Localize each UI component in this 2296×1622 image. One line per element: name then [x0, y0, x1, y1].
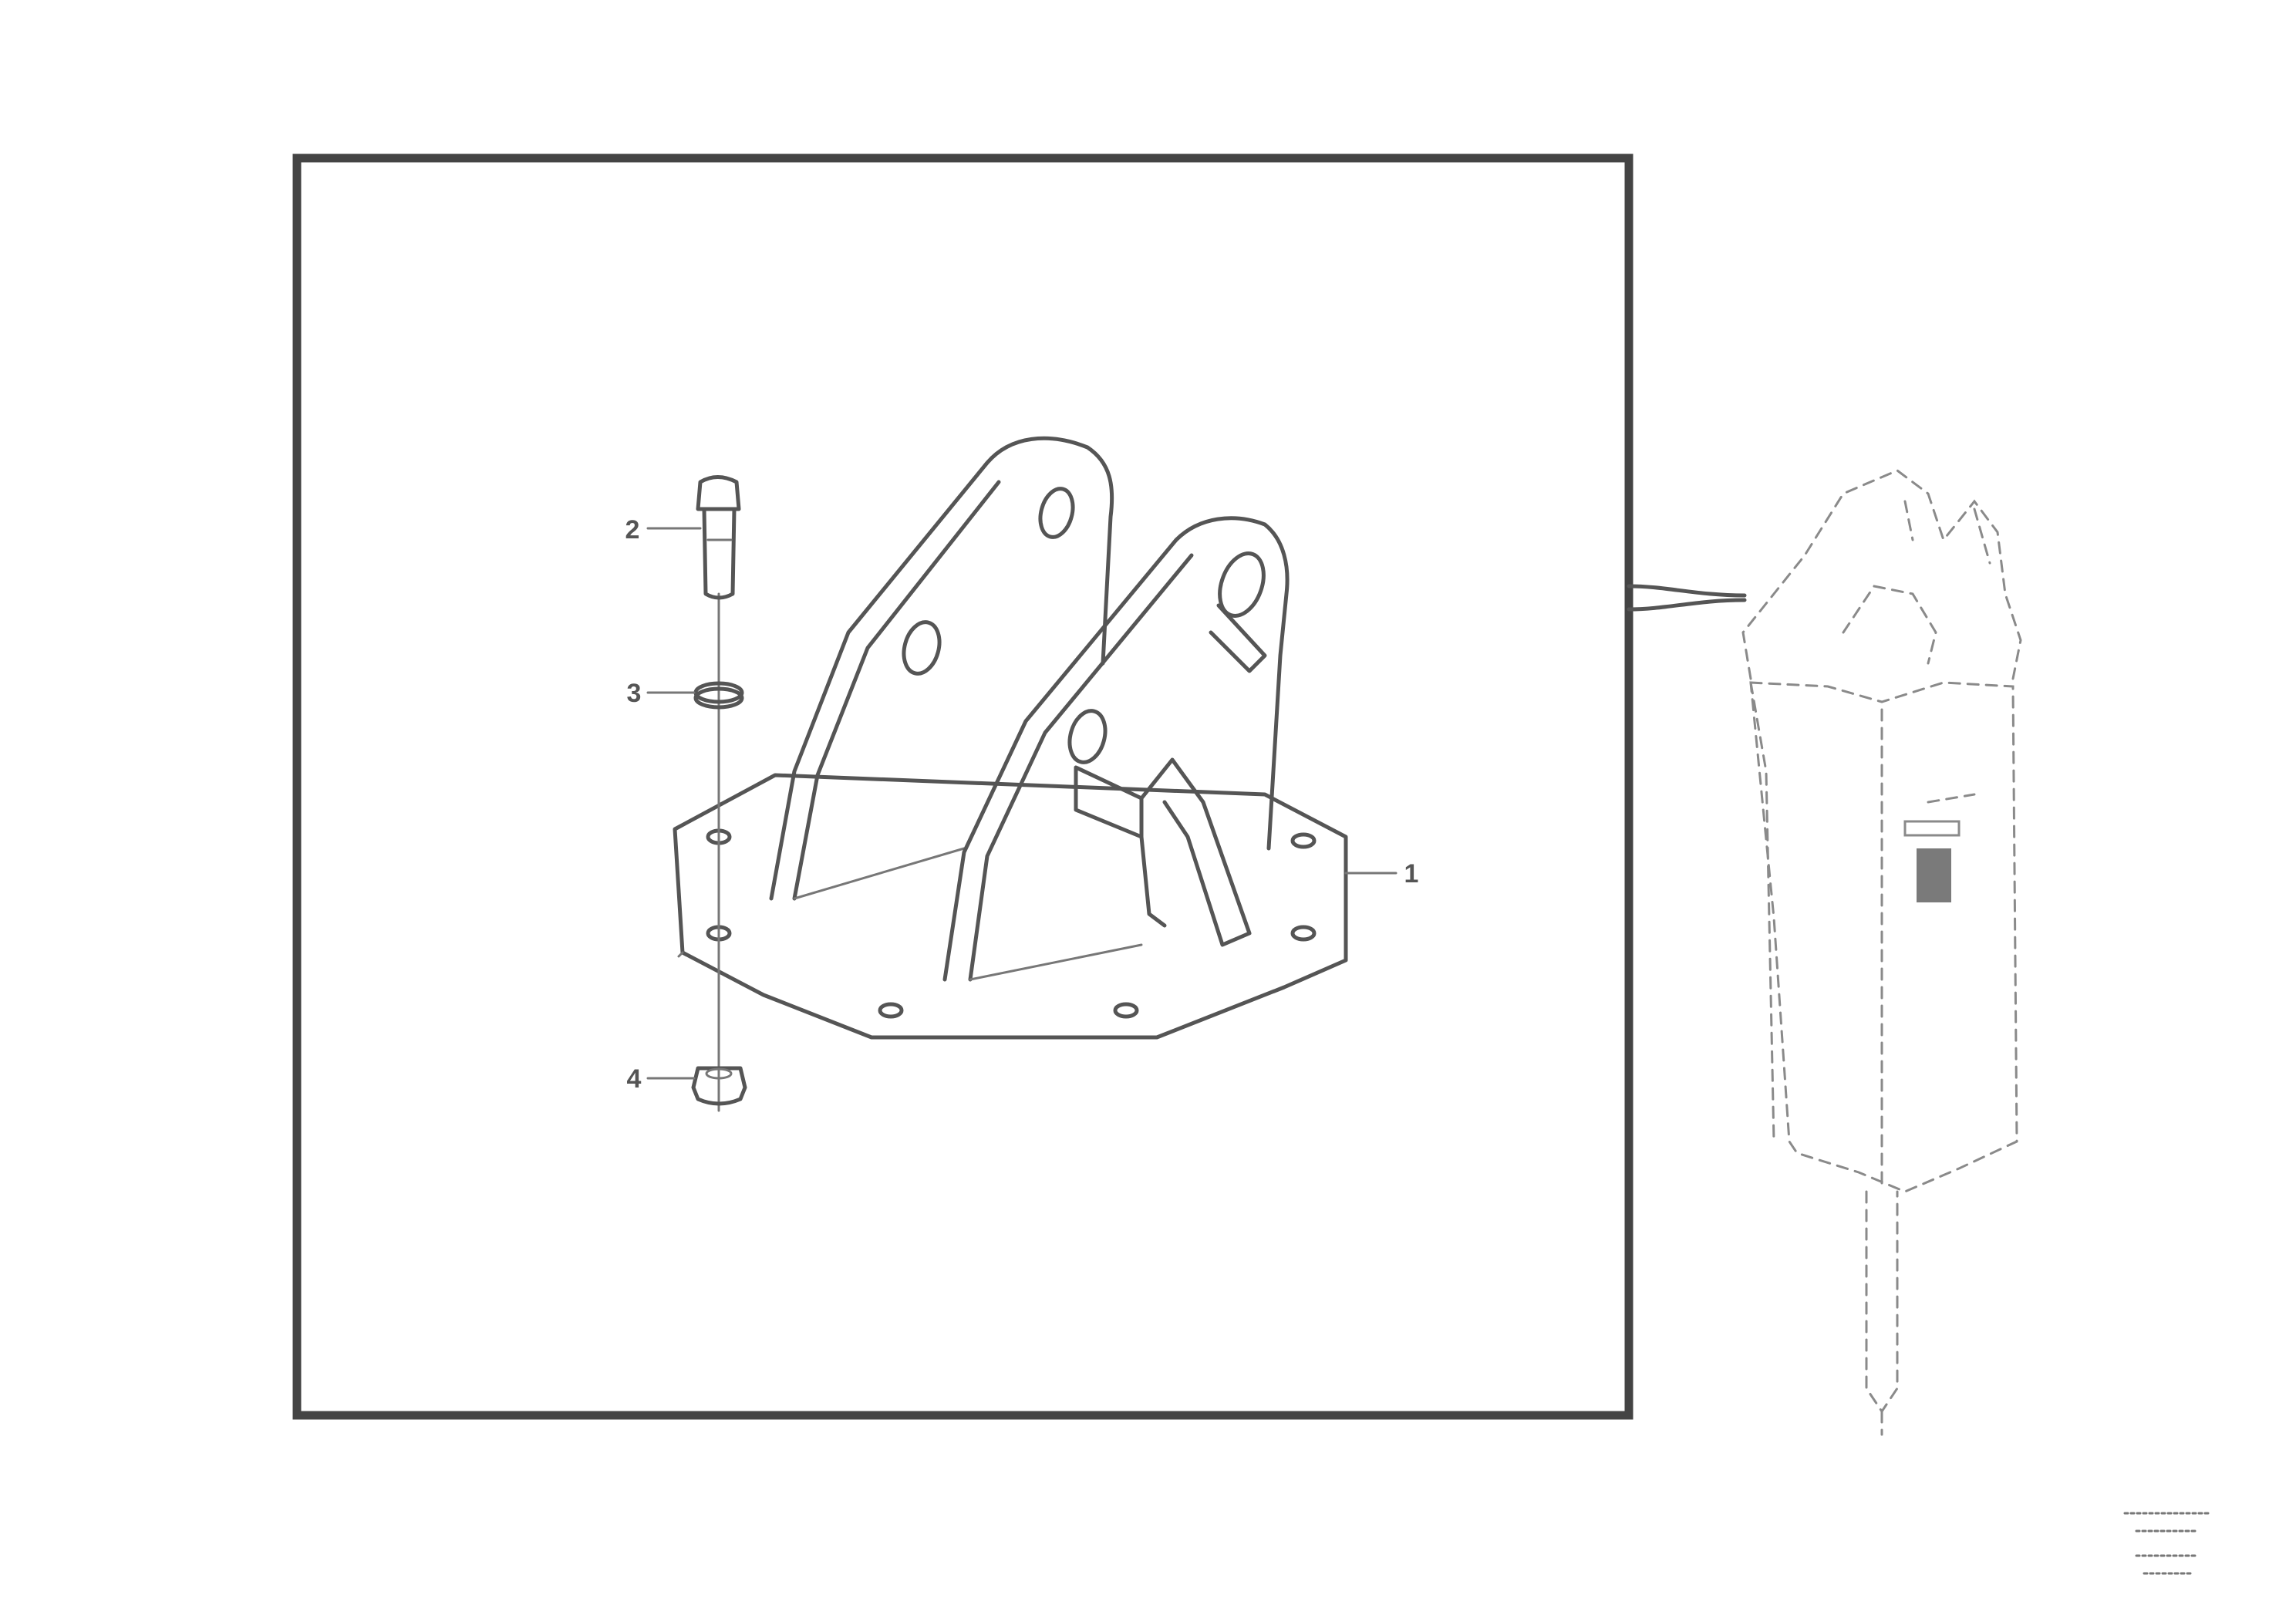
svg-text:3: 3	[627, 679, 642, 708]
svg-text:1: 1	[1404, 859, 1419, 889]
breaker-label-plate	[1917, 848, 1951, 902]
nut-part	[691, 1066, 747, 1106]
frame-connector	[1627, 584, 1747, 612]
svg-text:4: 4	[627, 1064, 642, 1094]
breaker-overview	[1741, 469, 2022, 1436]
callout-4: 4	[627, 1064, 696, 1094]
washer-part	[693, 681, 744, 710]
callout-1: 1	[1344, 859, 1419, 889]
callout-2: 2	[625, 515, 702, 545]
plate-holes	[706, 828, 1317, 1019]
bracket-part	[673, 436, 1348, 1040]
callout-3: 3	[627, 679, 696, 708]
bolt-part	[696, 475, 741, 600]
reference-codes	[2123, 1512, 2211, 1575]
detail-frame	[292, 153, 1633, 1420]
svg-text:2: 2	[625, 515, 640, 545]
